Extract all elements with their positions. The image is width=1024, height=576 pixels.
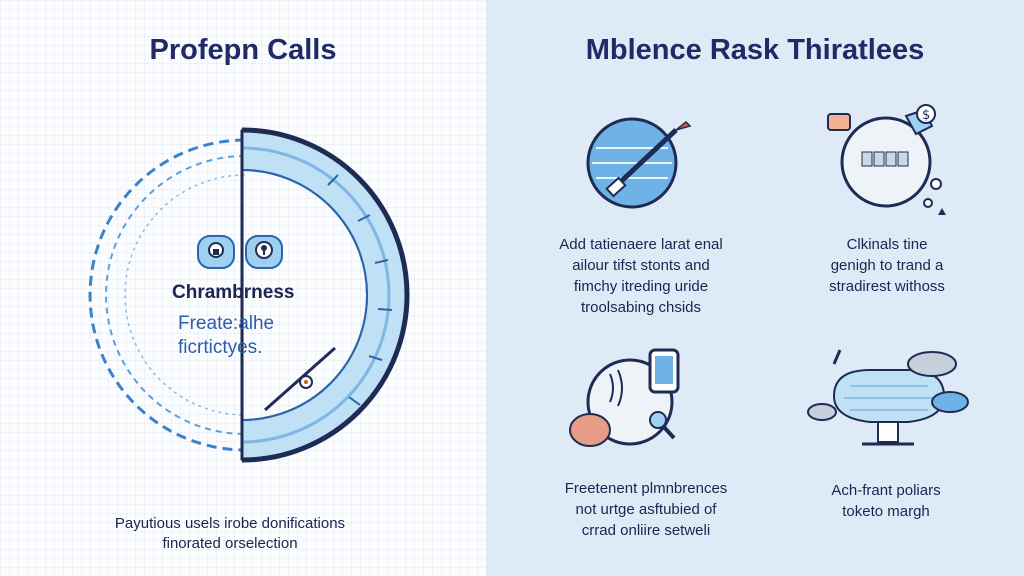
item-caption-line: Add tatienaere larat enal <box>559 236 723 253</box>
item-caption-line: fimchy itreding uride <box>573 278 709 295</box>
item-caption-line: stradirest withoss <box>829 278 945 295</box>
callout-subtext: Freate:alhe ficrtictyes. <box>178 312 308 360</box>
item-caption-line: Clkinals tine <box>846 236 928 253</box>
lock-icon <box>197 235 235 269</box>
dashed-arc-inner <box>124 174 246 416</box>
item-caption-line: troolsabing chsids <box>580 299 702 316</box>
dashed-arc-outer <box>88 138 246 452</box>
half-ring-inner-edge <box>241 169 368 421</box>
callout-heading: Chrambrness <box>172 282 295 303</box>
left-panel: Profepn Calls <box>0 0 486 576</box>
left-caption: Payutious usels irobe donifications fino… <box>80 514 380 554</box>
callout-sub-line: Freate:alhe <box>178 313 275 334</box>
left-caption-line: Payutious usels irobe donifications <box>114 515 346 532</box>
item-caption: Clkinals tine genigh to trand a stradire… <box>802 234 972 297</box>
item-caption-line: toketo margh <box>842 503 930 520</box>
globe-pen-icon <box>586 117 692 209</box>
keyhole-icon <box>245 235 283 269</box>
pointer-knob-center <box>304 380 308 384</box>
half-ring-outer-edge <box>241 127 410 463</box>
item-caption: Freetenent plmnbrences not urtge asftubi… <box>526 478 766 541</box>
right-panel: Mblence Rask Thiratlees Add tatienaere l… <box>486 0 1024 576</box>
item-caption-line: Freetenent plmnbrences <box>564 480 728 497</box>
dial-graphic <box>88 127 410 463</box>
left-caption-line: finorated orselection <box>162 535 298 552</box>
right-panel-title: Mblence Rask Thiratlees <box>585 34 925 66</box>
dashed-arc-mid <box>105 155 246 435</box>
item-caption-line: ailour tifst stonts and <box>572 257 710 274</box>
cloud-funnel-icon <box>807 349 969 446</box>
item-caption-line: crrad onliire setweli <box>581 522 711 539</box>
left-panel-title: Profepn Calls <box>149 34 337 66</box>
phone-brain-magnifier-icon <box>569 348 680 447</box>
ring-ticks <box>327 174 393 406</box>
item-caption: Ach-frant poliars toketo margh <box>806 480 966 522</box>
item-caption-line: genigh to trand a <box>830 257 944 274</box>
item-caption: Add tatienaere larat enal ailour tifst s… <box>536 234 746 318</box>
item-caption-line: Ach-frant poliars <box>831 482 941 499</box>
item-caption-line: not urtge asftubied of <box>575 501 717 518</box>
half-ring-stripe <box>241 146 391 444</box>
callout-sub-line: ficrtictyes. <box>178 337 263 358</box>
money-sign-circle-icon: $ <box>827 104 946 215</box>
svg-text:$: $ <box>922 108 930 123</box>
